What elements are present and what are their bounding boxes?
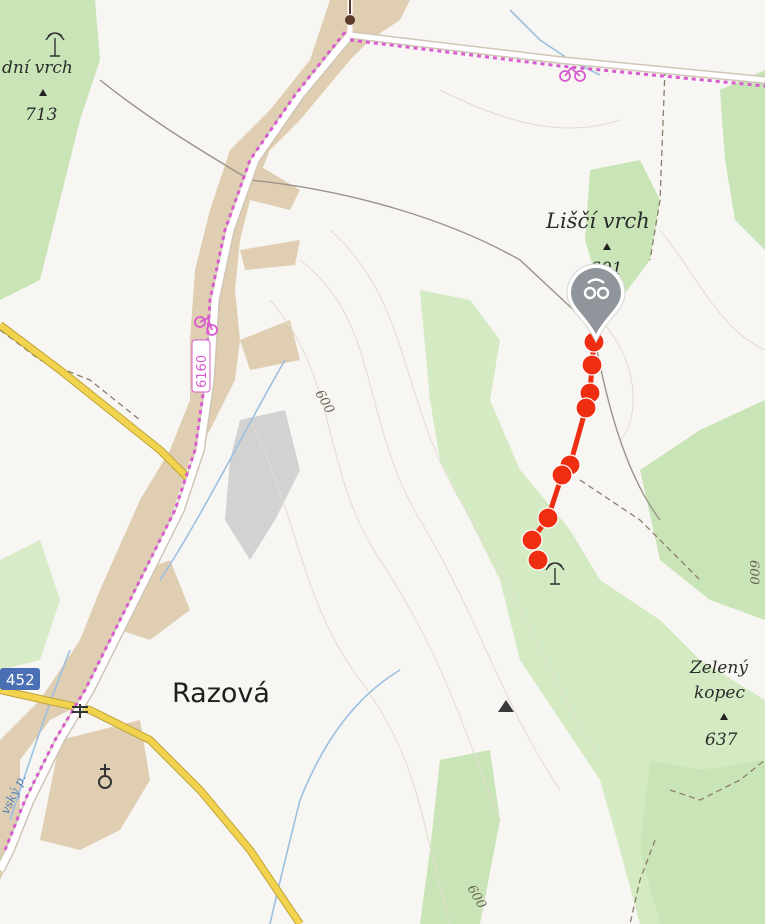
track-point [537, 507, 559, 529]
town-label: Razová [172, 678, 270, 709]
track-point [575, 397, 597, 419]
peak-name-label: kopec [694, 683, 745, 703]
road-badge-452-label: 452 [6, 671, 35, 689]
peak-icon [720, 713, 728, 720]
junction-icon [72, 704, 88, 718]
track-point [581, 354, 603, 376]
wayside-cross-icon [345, 0, 355, 25]
tower-icon [45, 32, 65, 57]
peak-name-label: Liščí vrch [545, 209, 650, 233]
contour-lines [249, 89, 765, 924]
cycle-route [3, 31, 765, 851]
route-badge-6160-label: 6160 [195, 355, 210, 388]
track-point [521, 529, 543, 551]
streams [9, 9, 601, 924]
multi-pin-icon [583, 278, 610, 300]
village-road [0, 0, 765, 873]
gps-track[interactable] [521, 331, 605, 571]
bike-icon [559, 66, 586, 82]
peak-elevation-label: 637 [705, 730, 738, 750]
tower-icon [545, 562, 565, 585]
industrial-area [225, 410, 300, 560]
peak-name-label: Zelený [689, 658, 748, 678]
bike-icon [194, 316, 218, 336]
track-points [521, 331, 605, 571]
contour-label: 600 [746, 560, 761, 585]
track-point [551, 464, 573, 486]
peak-elevation-label: 713 [25, 105, 57, 125]
route-badge-6160: 6160 [191, 339, 211, 393]
track-point [527, 549, 549, 571]
peak-name-label: dní vrch [2, 58, 73, 78]
shelter-icon [498, 700, 514, 712]
peak-icon [39, 89, 47, 96]
location-marker[interactable] [566, 263, 626, 344]
peak-icon [603, 243, 611, 250]
church-icon [98, 764, 112, 789]
road-badge-452: 452 [0, 668, 40, 690]
